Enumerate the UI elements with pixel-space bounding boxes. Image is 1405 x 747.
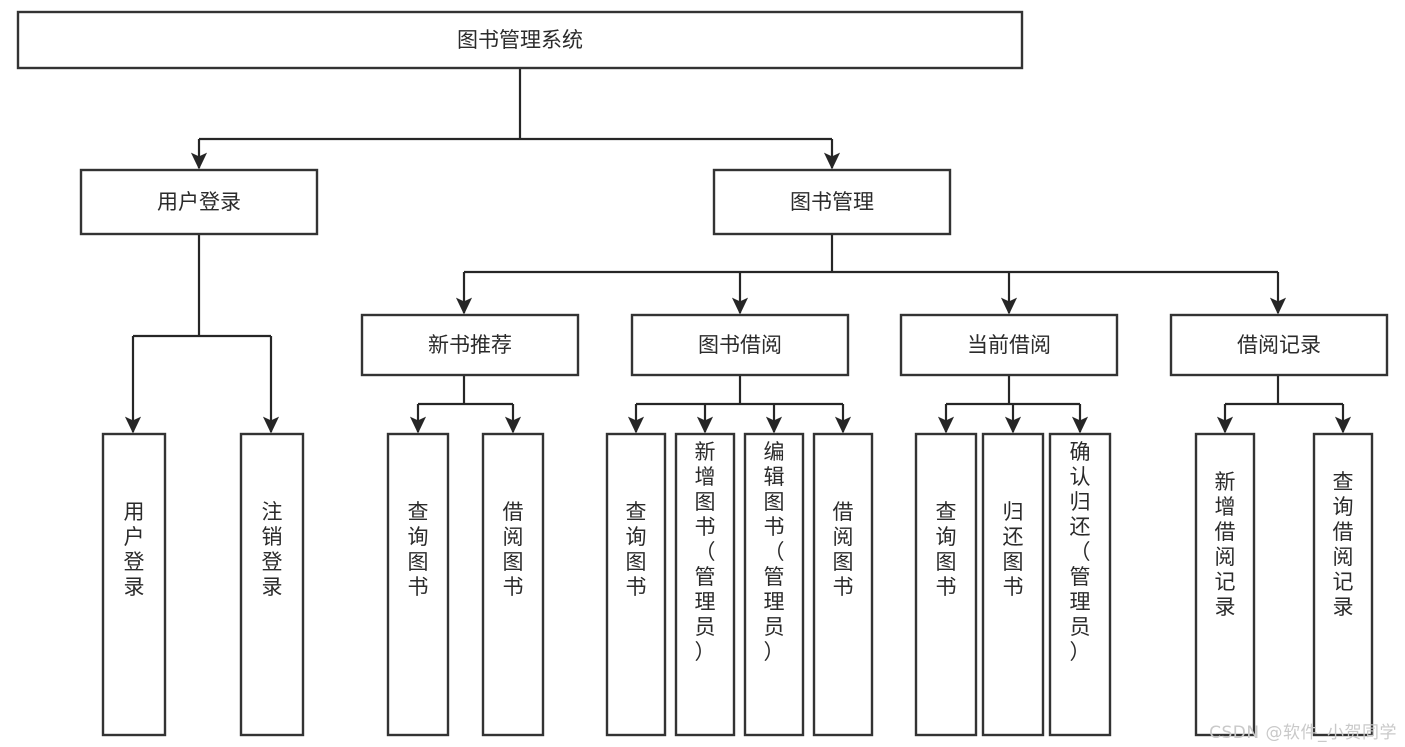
node-leaf-add-record[interactable]: 新增借阅记录 [1194, 432, 1256, 737]
node-leaf-add-record-label: 新增借阅记录 [1215, 470, 1236, 619]
node-leaf-add-book-box [674, 432, 736, 737]
node-book-manage-label: 图书管理 [790, 190, 874, 214]
node-leaf-query-record-box [1312, 432, 1374, 737]
node-user-login[interactable]: 用户登录 [79, 168, 319, 236]
node-leaf-query-book-c-box [914, 432, 978, 737]
node-leaf-borrow-book-a-label: 借阅图书 [503, 500, 524, 599]
node-leaf-query-book-a-box [386, 432, 450, 737]
node-borrow-record[interactable]: 借阅记录 [1169, 313, 1389, 377]
node-leaf-user-login-label: 用户登录 [124, 500, 145, 599]
node-book-manage[interactable]: 图书管理 [712, 168, 952, 236]
watermark: CSDN @软件_小贺同学 [1209, 723, 1397, 743]
node-leaf-edit-book-label: 编辑图书（管理员） [764, 440, 785, 664]
node-leaf-query-book-a-label: 查询图书 [408, 500, 429, 599]
node-leaf-confirm-return-box [1048, 432, 1112, 737]
node-leaf-borrow-book-a-box [481, 432, 545, 737]
node-leaf-query-book-c[interactable]: 查询图书 [914, 432, 978, 737]
node-root-label: 图书管理系统 [457, 28, 583, 52]
node-leaf-add-record-box [1194, 432, 1256, 737]
node-current-borrow-box [899, 313, 1119, 377]
node-leaf-user-login[interactable]: 用户登录 [101, 432, 167, 737]
node-new-book-rec-box [360, 313, 580, 377]
node-leaf-query-book-b[interactable]: 查询图书 [605, 432, 667, 737]
node-root-box [16, 10, 1024, 70]
node-leaf-borrow-book-b-label: 借阅图书 [833, 500, 854, 599]
node-leaf-query-record[interactable]: 查询借阅记录 [1312, 432, 1374, 737]
node-leaf-query-book-c-label: 查询图书 [936, 500, 957, 599]
node-leaf-return-book-box [981, 432, 1045, 737]
node-book-borrow-box [630, 313, 850, 377]
node-book-borrow[interactable]: 图书借阅 [630, 313, 850, 377]
node-leaf-add-book-label: 新增图书（管理员） [695, 440, 716, 664]
node-leaf-edit-book[interactable]: 编辑图书（管理员） [743, 432, 805, 737]
node-borrow-record-label: 借阅记录 [1237, 333, 1321, 357]
node-user-login-label: 用户登录 [157, 190, 241, 214]
node-leaf-query-book-b-box [605, 432, 667, 737]
node-new-book-rec-label: 新书推荐 [428, 333, 512, 357]
node-leaf-logout-box [239, 432, 305, 737]
node-leaf-confirm-return[interactable]: 确认归还（管理员） [1048, 432, 1112, 737]
node-book-borrow-label: 图书借阅 [698, 333, 782, 357]
node-leaf-return-book-label: 归还图书 [1003, 500, 1024, 599]
node-leaf-query-book-b-label: 查询图书 [626, 500, 647, 599]
node-leaf-query-record-label: 查询借阅记录 [1333, 470, 1354, 619]
node-book-manage-box [712, 168, 952, 236]
node-leaf-user-login-box [101, 432, 167, 737]
node-leaf-edit-book-box [743, 432, 805, 737]
node-current-borrow-label: 当前借阅 [967, 333, 1051, 357]
node-leaf-borrow-book-b-box [812, 432, 874, 737]
node-new-book-rec[interactable]: 新书推荐 [360, 313, 580, 377]
node-leaf-confirm-return-label: 确认归还（管理员） [1070, 440, 1091, 664]
node-root[interactable]: 图书管理系统 [16, 10, 1024, 70]
node-leaf-logout-label: 注销登录 [262, 500, 283, 599]
node-borrow-record-box [1169, 313, 1389, 377]
node-leaf-add-book[interactable]: 新增图书（管理员） [674, 432, 736, 737]
node-current-borrow[interactable]: 当前借阅 [899, 313, 1119, 377]
edge-group [124, 68, 1352, 434]
node-leaf-borrow-book-b[interactable]: 借阅图书 [812, 432, 874, 737]
node-leaf-borrow-book-a[interactable]: 借阅图书 [481, 432, 545, 737]
node-user-login-box [79, 168, 319, 236]
node-leaf-return-book[interactable]: 归还图书 [981, 432, 1045, 737]
node-leaf-logout[interactable]: 注销登录 [239, 432, 305, 737]
node-leaf-query-book-a[interactable]: 查询图书 [386, 432, 450, 737]
